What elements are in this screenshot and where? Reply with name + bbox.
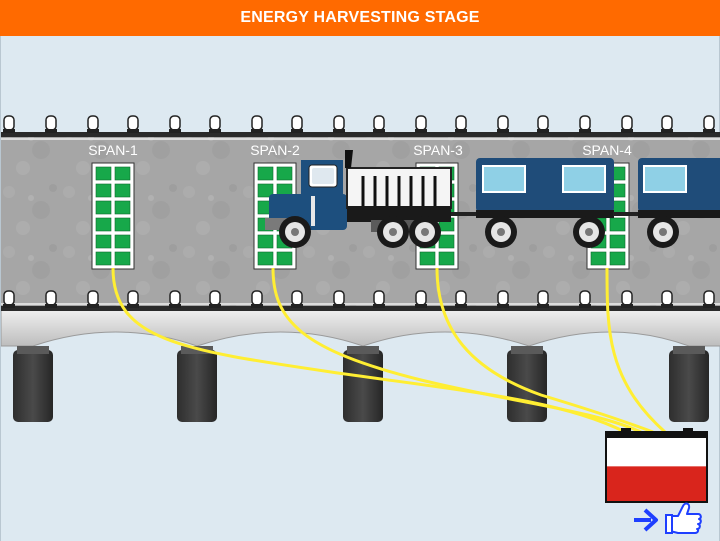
- stage-area: SPAN-1 SPAN-2 SPAN-3 SPAN-4: [0, 36, 720, 541]
- dump-truck: [265, 150, 452, 248]
- span-1-panel: [91, 162, 135, 270]
- span-1-label: SPAN-1: [88, 142, 138, 158]
- arrow-right-icon[interactable]: [631, 506, 659, 534]
- power-wires: [111, 267, 667, 434]
- battery: [605, 428, 708, 503]
- top-rail: [1, 132, 720, 137]
- bridge-deck-beam: [1, 307, 720, 354]
- bridge-piers: [13, 350, 709, 422]
- bottom-rail: [1, 306, 720, 311]
- trailer-car-second: [613, 158, 720, 248]
- streetlights-top: [2, 115, 716, 134]
- trailer-hitch: [451, 212, 481, 216]
- span-4-label: SPAN-4: [582, 142, 632, 158]
- trailer-car: [476, 158, 614, 248]
- span-2-label: SPAN-2: [250, 142, 300, 158]
- page-title: ENERGY HARVESTING STAGE: [0, 0, 720, 36]
- hand-pointer-icon[interactable]: [665, 502, 702, 534]
- span-3-label: SPAN-3: [413, 142, 463, 158]
- battery-charge-fill: [607, 466, 706, 501]
